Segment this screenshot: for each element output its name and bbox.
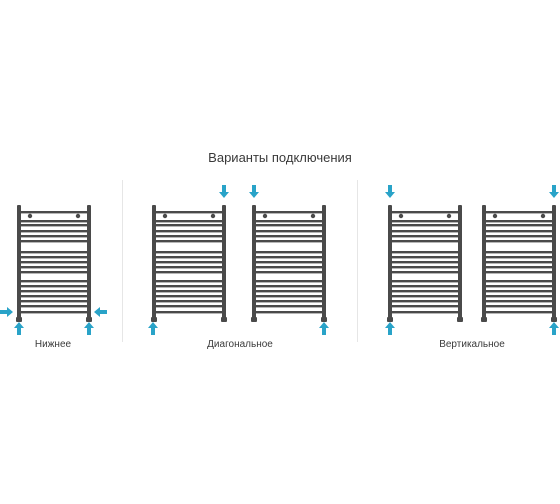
radiator-vertical-1 xyxy=(387,205,463,322)
page-title: Варианты подключения xyxy=(208,150,352,165)
arrow-left-icon xyxy=(94,307,107,317)
option-label-bottom: Нижнее xyxy=(34,339,72,350)
radiator-vertical-2 xyxy=(481,205,557,322)
option-label-vertical: Вертикальное xyxy=(439,339,505,350)
arrow-up-icon xyxy=(84,322,94,335)
option-label-diagonal: Диагональное xyxy=(207,339,273,350)
arrow-up-icon xyxy=(549,322,559,335)
arrow-down-icon xyxy=(385,185,395,198)
arrow-up-icon xyxy=(319,322,329,335)
arrow-down-icon xyxy=(249,185,259,198)
arrow-right-icon xyxy=(0,307,13,317)
radiator-diagonal-2 xyxy=(251,205,327,322)
arrow-up-icon xyxy=(14,322,24,335)
radiator-diagonal-1 xyxy=(151,205,227,322)
radiator-bottom xyxy=(16,205,92,322)
arrow-up-icon xyxy=(385,322,395,335)
divider-1 xyxy=(122,180,123,342)
arrow-down-icon xyxy=(219,185,229,198)
arrow-up-icon xyxy=(148,322,158,335)
arrow-down-icon xyxy=(549,185,559,198)
divider-2 xyxy=(357,180,358,342)
